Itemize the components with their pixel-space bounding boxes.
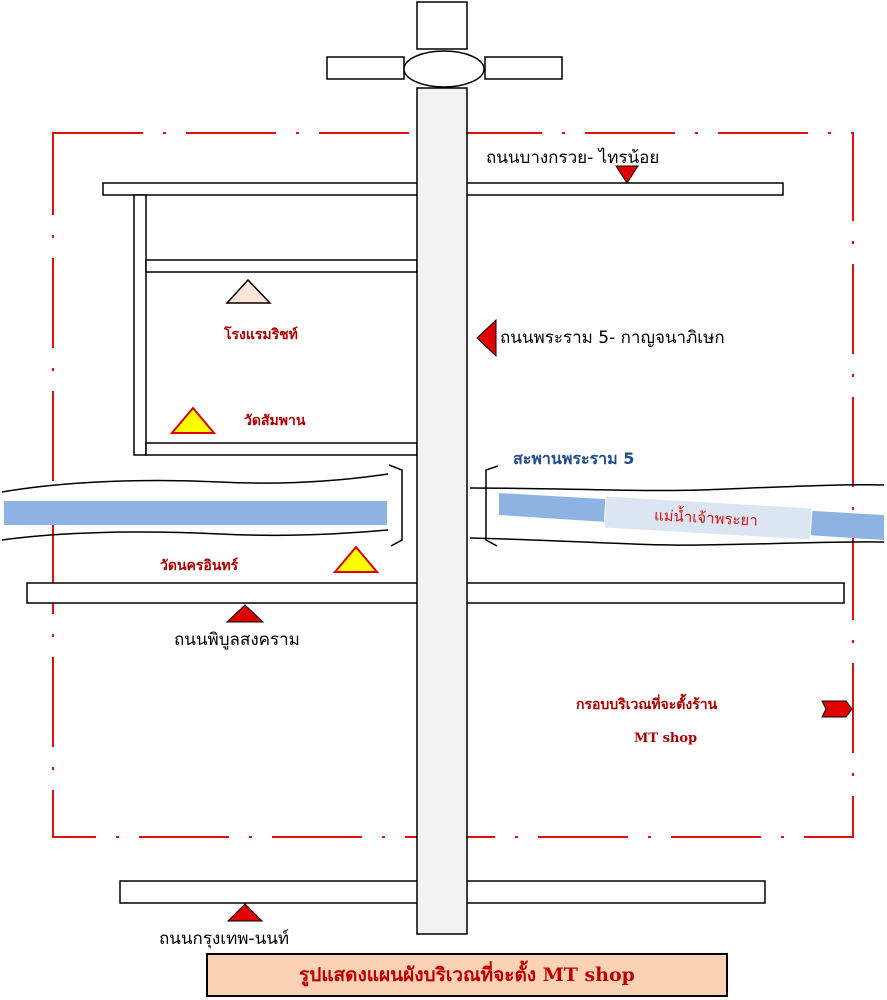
road-middle-label: ถนนพิบูลสงคราม [174, 630, 300, 650]
shop-area-label-line1: กรอบบริเวณที่จะตั้งร้าน [576, 697, 718, 713]
temple-marker-icon [169, 406, 217, 434]
road-side-left [133, 194, 147, 456]
river-label-box [603, 495, 813, 541]
resort-marker-icon [225, 278, 272, 304]
road-marker-top-icon [615, 165, 639, 184]
road-bottom-label: ถนนกรุงเทพ-นนท์ [159, 929, 290, 949]
road-marker-middle-icon [225, 604, 265, 623]
road-resort-lower [145, 442, 418, 456]
bridge-label: สะพานพระราม 5 [513, 449, 635, 468]
top-sign-circle [403, 50, 485, 88]
top-sign-right-arm [484, 56, 563, 80]
road-resort-upper [145, 259, 418, 273]
map-caption-text: รูปแสดงแผนผังบริเวณที่จะตั้ง MT shop [299, 964, 635, 986]
shop-area-label-line2: MT shop [634, 731, 698, 746]
road-marker-main-icon [476, 318, 497, 358]
shop-pointer-icon [821, 700, 853, 718]
bridge-bracket-left [388, 464, 403, 547]
road-main-label: ถนนพระราม 5- กาญจนาภิเษก [500, 328, 725, 348]
river-bank-bottom-left [1, 529, 389, 541]
river-water-left [4, 501, 387, 525]
river-bank-top-right [469, 484, 885, 492]
river-bank-top-left [1, 473, 389, 493]
bridge-bracket-right [485, 465, 499, 547]
top-sign-left-arm [326, 56, 405, 80]
road-main-vertical [416, 87, 468, 935]
road-top-label: ถนนบางกรวย- ไทรน้อย [486, 148, 660, 168]
temple-marker-icon [332, 545, 380, 573]
road-marker-bottom-icon [226, 903, 264, 922]
temple-1-label: วัดสัมพาน [244, 413, 306, 429]
map-caption: รูปแสดงแผนผังบริเวณที่จะตั้ง MT shop [206, 953, 728, 997]
resort-label: โรงแรมริชท์ [224, 327, 298, 343]
temple-2-label: วัดนครอินทร์ [160, 558, 239, 574]
river-bank-bottom-right [469, 537, 885, 546]
top-sign-post [416, 1, 468, 50]
